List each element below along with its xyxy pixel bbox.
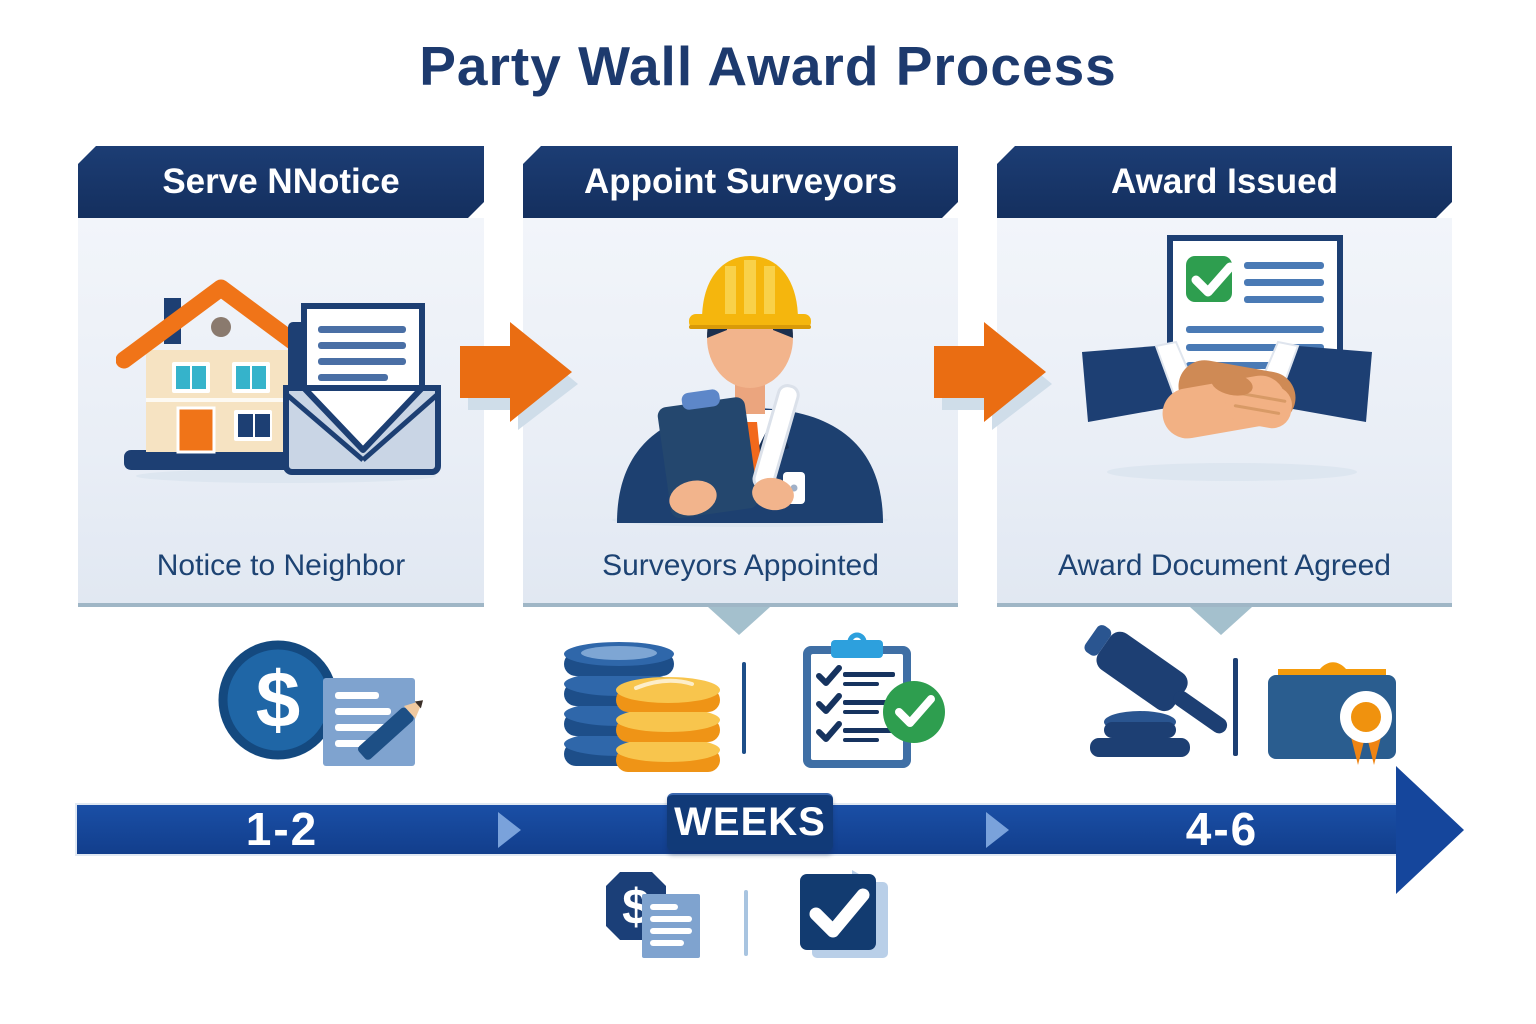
step3-caption: Award Document Agreed — [1058, 549, 1391, 582]
panel-pointer-triangle — [708, 607, 770, 635]
timeline-weeks-label: WEEKS — [667, 793, 833, 851]
coin-stacks-icon — [564, 642, 720, 772]
page-title: Party Wall Award Process — [419, 35, 1117, 97]
handshake-icon — [1082, 340, 1372, 439]
icon-divider — [1233, 658, 1238, 756]
step2-header-banner: Appoint Surveyors — [523, 146, 958, 218]
flow-arrow-icon — [934, 322, 1052, 430]
step-panel-award-issued: Award Issued — [997, 146, 1452, 607]
step2-body: Surveyors Appointed — [523, 218, 958, 607]
invoice-doc-icon — [642, 894, 700, 958]
icon-divider — [742, 662, 746, 754]
coin-stack-gold-icon — [616, 677, 720, 772]
house-with-notice-envelope-icon — [116, 279, 441, 483]
checklist-clipboard-icon — [803, 632, 945, 768]
svg-text:$: $ — [256, 655, 301, 744]
step2-header-label: Appoint Surveyors — [583, 162, 898, 201]
certificate-folder-icon — [1268, 662, 1396, 765]
timeline-arrowhead-icon — [1396, 766, 1464, 894]
approval-check-square-icon — [800, 870, 888, 958]
surveyor-icon — [617, 256, 883, 523]
timeline-chevron-icon — [986, 812, 1009, 848]
step3-header-label: Award Issued — [1111, 162, 1338, 201]
flow-arrow-icon — [460, 322, 578, 430]
gavel-icon — [1084, 625, 1228, 757]
icon-divider — [744, 890, 748, 956]
step2-caption: Surveyors Appointed — [602, 549, 879, 582]
timeline-left-duration: 1-2 — [245, 803, 319, 855]
step-panel-serve-notice: Serve NNotice — [78, 146, 484, 607]
step1-caption: Notice to Neighbor — [156, 549, 406, 582]
award-ribbon-icon — [1340, 691, 1392, 765]
timeline-right-duration: 4-6 — [1185, 803, 1259, 855]
house-icon — [116, 279, 327, 470]
fee-dollar-and-note-icon: $ — [218, 640, 424, 766]
step1-body: Notice to Neighbor — [78, 218, 484, 607]
clipboard-board-icon — [803, 632, 911, 768]
step3-header-banner: Award Issued — [997, 146, 1452, 218]
panel-pointer-triangle — [1190, 607, 1252, 635]
notice-envelope-icon — [283, 303, 441, 475]
timeline-chevron-icon — [498, 812, 521, 848]
green-check-circle-icon — [883, 681, 945, 743]
step-panel-appoint-surveyors: Appoint Surveyors — [523, 146, 958, 607]
dollar-circle-icon: $ — [218, 640, 338, 760]
step1-header-label: Serve NNotice — [162, 162, 400, 201]
fees-dollar-document-icon: $ — [606, 872, 700, 958]
agreement-note-pencil-icon — [323, 678, 424, 766]
surveyor-with-clipboard-icon — [612, 256, 888, 527]
step1-header-banner: Serve NNotice — [78, 146, 484, 218]
signed-document-handshake-icon — [1082, 235, 1372, 481]
step3-body: Award Document Agreed — [997, 218, 1452, 607]
